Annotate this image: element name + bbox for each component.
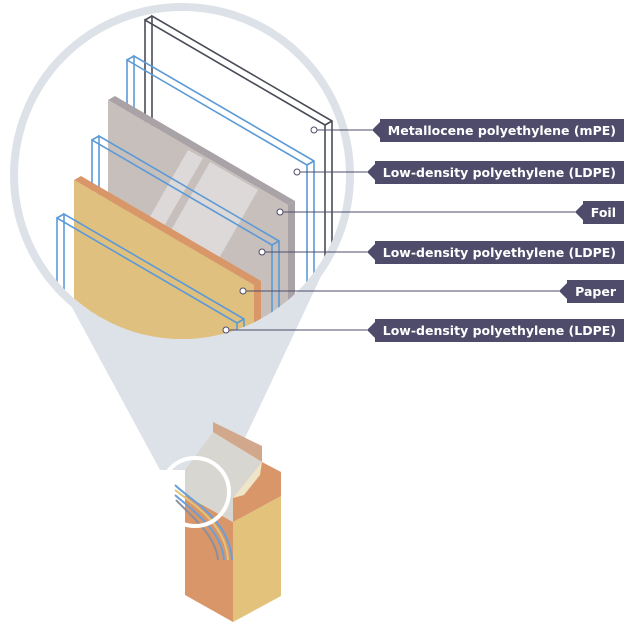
carton bbox=[159, 422, 281, 622]
layer-label-2: Foil bbox=[574, 201, 624, 224]
layer-label-5: Low-density polyethylene (LDPE) bbox=[366, 319, 624, 342]
layer-stack bbox=[56, 14, 333, 339]
leader-dot bbox=[258, 248, 266, 256]
layer-label-1: Low-density polyethylene (LDPE) bbox=[366, 161, 624, 184]
leader-dot bbox=[293, 168, 301, 176]
layer-label-0: Metallocene polyethylene (mPE) bbox=[371, 119, 624, 142]
leader-dot bbox=[239, 287, 247, 295]
leader-dot bbox=[310, 126, 318, 134]
layer-label-4: Paper bbox=[559, 280, 624, 303]
small-magnifier-ring bbox=[159, 456, 231, 528]
carton-fin bbox=[213, 422, 262, 462]
carton-top-right bbox=[233, 462, 281, 522]
layer-label-3: Low-density polyethylene (LDPE) bbox=[366, 241, 624, 264]
carton-gable-side bbox=[233, 462, 262, 498]
carton-peeled-layers bbox=[174, 484, 233, 561]
leader-lines bbox=[222, 126, 575, 334]
leader-dot bbox=[222, 326, 230, 334]
leader-dot bbox=[276, 208, 284, 216]
carton-side bbox=[233, 496, 281, 622]
layer-5 bbox=[56, 212, 245, 339]
